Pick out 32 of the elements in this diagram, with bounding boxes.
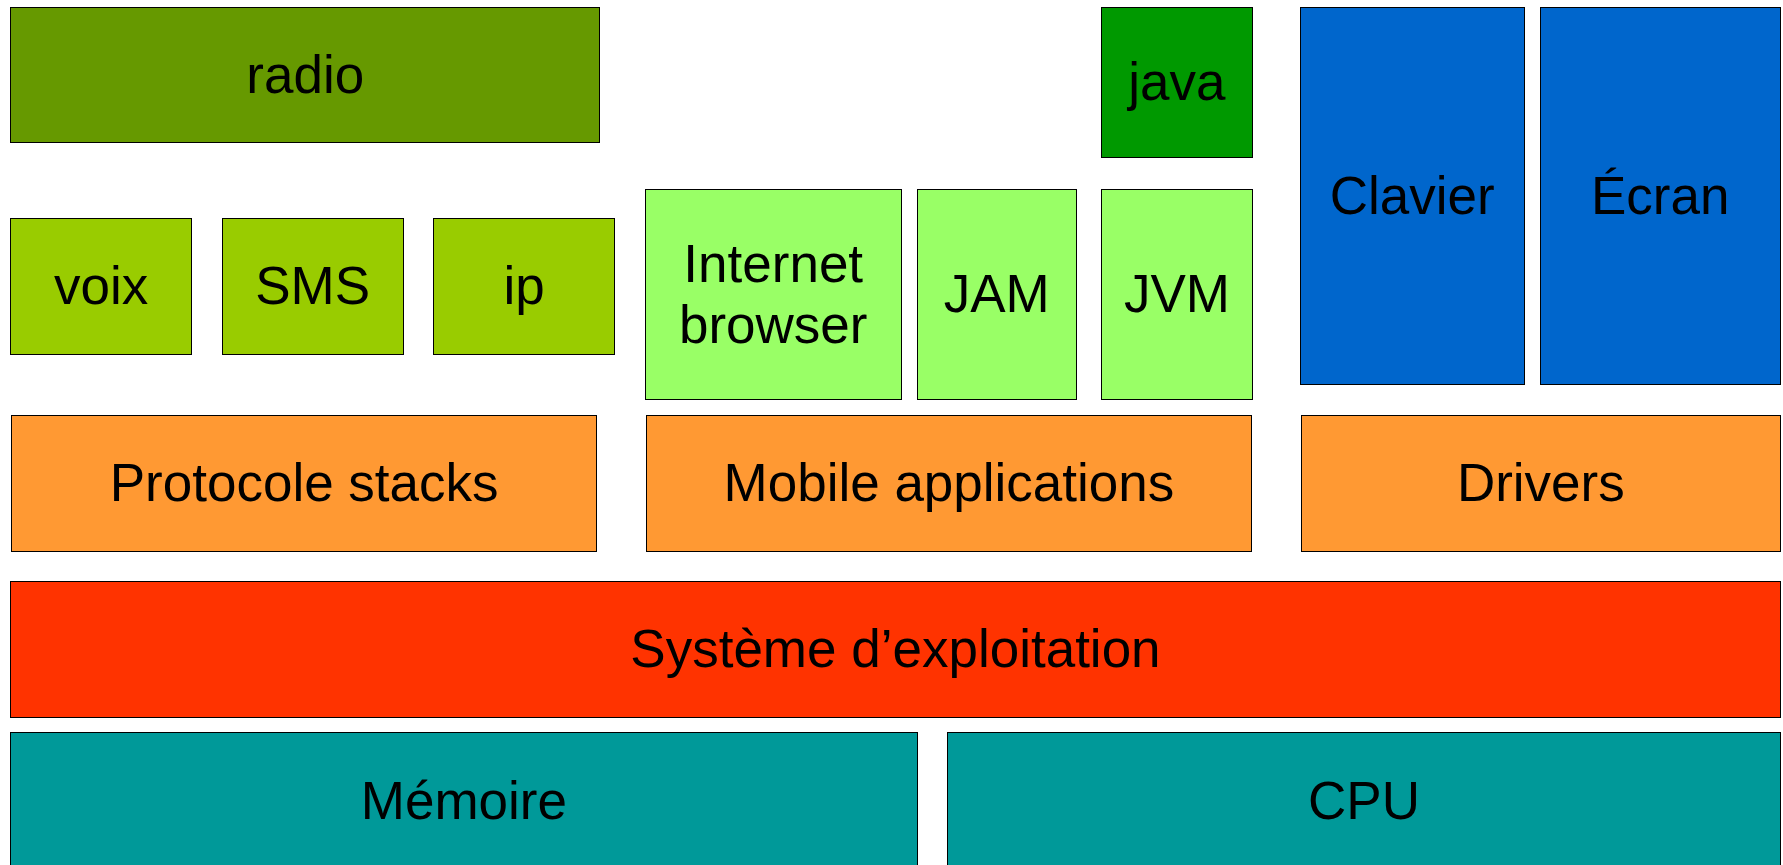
- box-label: voix: [54, 256, 149, 317]
- layer-box: [645, 415, 1252, 552]
- box-label: Écran: [1590, 165, 1730, 227]
- box-label: CPU: [1308, 771, 1420, 833]
- box-label: Système d’exploitation: [630, 618, 1161, 680]
- layer-box: [1100, 188, 1254, 401]
- hardware-box: [1299, 6, 1525, 386]
- layer-box: [1100, 6, 1254, 159]
- layer-box: [11, 415, 597, 552]
- box-label: JAM: [943, 264, 1050, 325]
- hardware-box: [947, 732, 1781, 865]
- box-label: Drivers: [1456, 452, 1625, 514]
- box-label: Mémoire: [360, 771, 567, 833]
- box-label: Internet browser: [677, 233, 869, 356]
- box-label: java: [1128, 51, 1226, 113]
- box-label: Protocole stacks: [109, 452, 499, 514]
- layer-box: [916, 188, 1077, 401]
- layer-box: [1300, 415, 1781, 552]
- box-label: Mobile applications: [723, 452, 1175, 514]
- box-label: ip: [503, 256, 545, 317]
- layer-box: [10, 581, 1781, 718]
- box-label: SMS: [255, 256, 371, 317]
- hardware-box: [10, 732, 918, 865]
- box-label: radio: [246, 44, 365, 106]
- layer-box: [221, 218, 404, 355]
- box-label: Clavier: [1329, 165, 1495, 227]
- layer-box: [10, 218, 193, 355]
- layer-box: [10, 6, 601, 144]
- box-label: JVM: [1123, 264, 1230, 325]
- layer-box: [433, 218, 616, 355]
- hardware-box: [1539, 6, 1781, 386]
- layer-box: [644, 188, 902, 401]
